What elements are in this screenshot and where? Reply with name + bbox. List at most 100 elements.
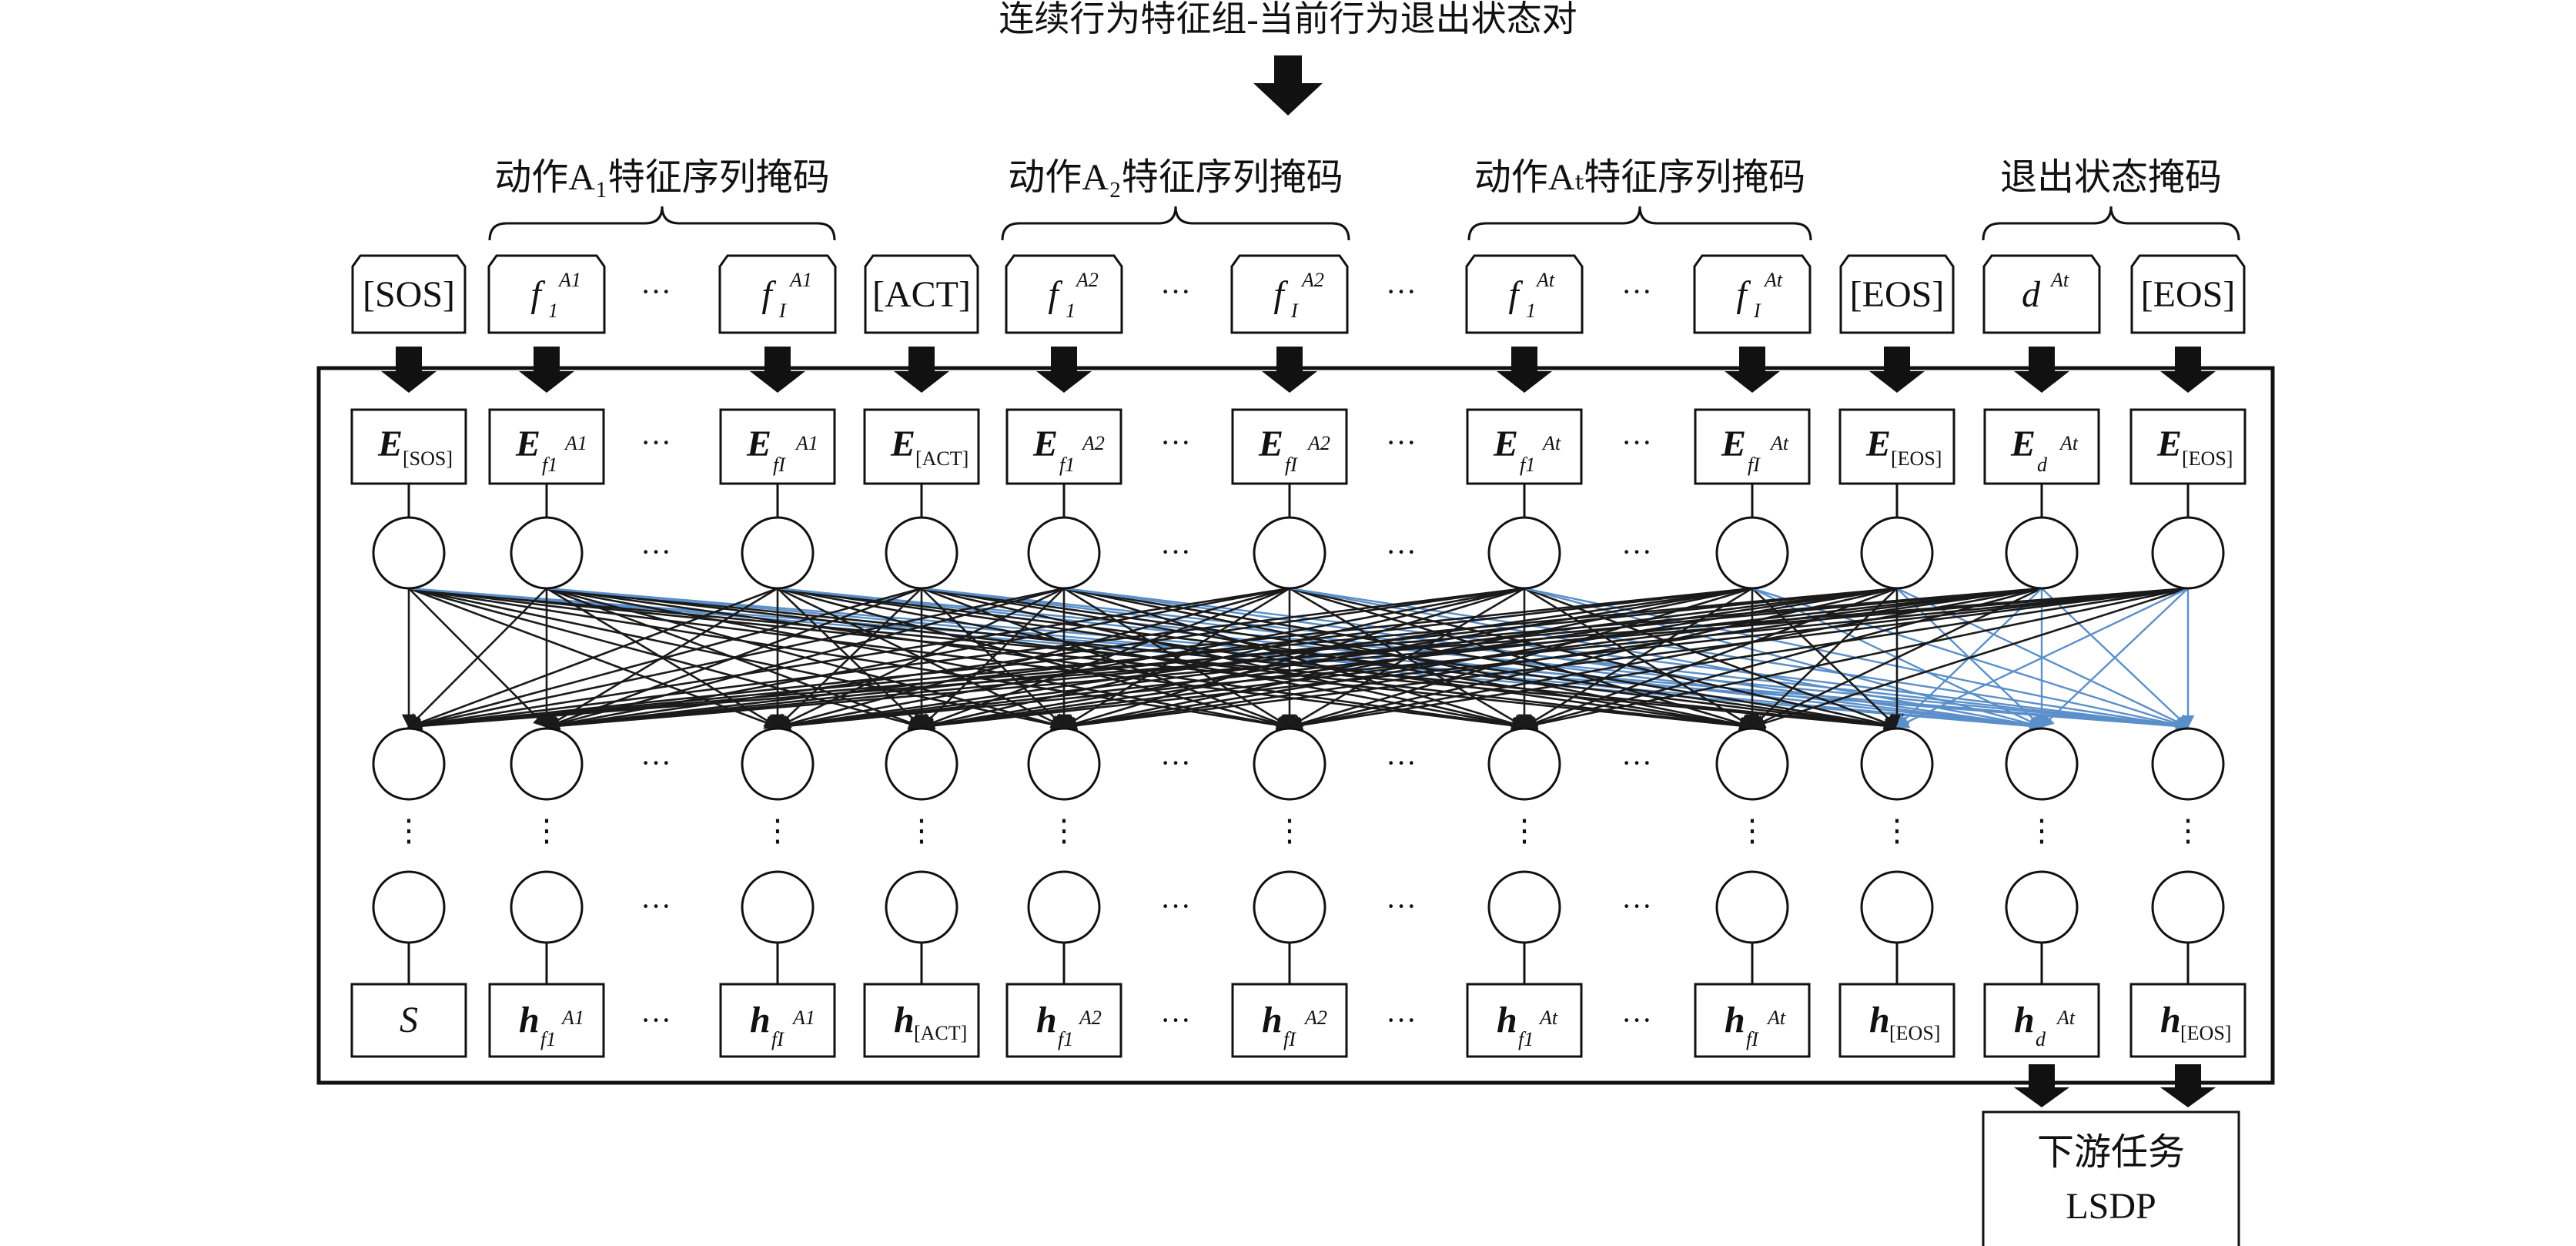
vertical-ellipsis: ⋮	[531, 813, 562, 848]
neuron-node-row-3	[2151, 870, 2225, 944]
group-label-3: 退出状态掩码	[2000, 157, 2222, 198]
attention-edge	[1288, 587, 2189, 732]
embedding-subscript: f1	[1059, 454, 1075, 476]
vertical-ellipsis: ⋮	[1882, 813, 1912, 848]
output-superscript: At	[2056, 1007, 2076, 1029]
token-column-0: [SOS]E[SOS]⋮S	[350, 254, 467, 1058]
input-token-box	[718, 254, 837, 334]
ellipsis: ···	[1386, 745, 1417, 780]
input-arrow	[2160, 347, 2216, 393]
ellipsis: ···	[641, 1003, 671, 1037]
input-arrow	[381, 347, 437, 393]
ellipsis: ···	[1621, 534, 1652, 569]
embedding-superscript: At	[1541, 432, 1561, 454]
output-arrows	[2014, 1064, 2216, 1107]
input-arrow	[2014, 347, 2069, 393]
token-column-3: [ACT]E[ACT]⋮h[ACT]	[863, 254, 980, 1058]
output-box	[1466, 983, 1583, 1058]
attention-edge	[407, 587, 1290, 732]
neuron-node-row-3	[1027, 870, 1101, 944]
output-box	[1231, 983, 1348, 1058]
attention-edge	[2040, 588, 2189, 729]
neuron-node-row-1	[1860, 516, 1934, 590]
attention-edge	[407, 587, 922, 731]
embedding-subscript: d	[2037, 454, 2048, 476]
output-subscript: fI	[771, 1028, 785, 1050]
embedding-label: E	[2010, 424, 2036, 464]
output-superscript: A1	[791, 1007, 815, 1029]
input-arrow	[894, 347, 949, 393]
attention-edge	[407, 587, 2042, 733]
embedding-box	[1838, 408, 1955, 485]
output-box	[1005, 983, 1122, 1058]
neuron-node-row-2	[2151, 727, 2225, 801]
neuron-node-row-2	[1860, 727, 1934, 801]
ellipsis: ···	[1160, 889, 1191, 923]
embedding-superscript: At	[2059, 432, 2079, 454]
output-subscript: [EOS]	[2180, 1022, 2231, 1044]
output-label: h	[1036, 1000, 1057, 1040]
embedding-superscript: At	[1769, 432, 1789, 454]
output-label: h	[519, 1000, 540, 1040]
embedding-label: E	[746, 424, 771, 464]
attention-edge	[407, 587, 1525, 733]
group-brace-0	[488, 206, 836, 241]
attention-edge	[407, 587, 778, 729]
input-token-label: [EOS]	[1850, 274, 1945, 315]
embedding-label: E	[515, 424, 540, 464]
output-label: h	[2014, 1000, 2035, 1040]
attention-edge	[407, 587, 1753, 733]
ellipsis: ···	[641, 425, 671, 460]
embedding-box	[1983, 408, 2100, 485]
attention-edge	[776, 587, 1898, 733]
attention-edge	[1751, 587, 2189, 730]
input-subscript: 1	[1526, 300, 1536, 322]
embedding-label: E	[1493, 424, 1518, 464]
embedding-subscript: fI	[1748, 454, 1761, 476]
attention-edge	[1523, 587, 2189, 732]
attention-edge	[407, 587, 2189, 733]
input-arrow	[1497, 347, 1552, 393]
ellipsis: ···	[1621, 745, 1652, 780]
embedding-box	[863, 408, 980, 485]
input-subscript: I	[778, 300, 787, 322]
neuron-node-row-3	[1487, 870, 1561, 944]
input-superscript: A1	[557, 269, 581, 291]
ellipsis: ···	[1621, 274, 1652, 309]
neuron-node-row-2	[1715, 727, 1789, 801]
neuron-node-row-1	[1715, 516, 1789, 590]
input-superscript: A2	[1300, 269, 1324, 291]
downstream-arrow	[2160, 1064, 2216, 1107]
output-subscript: f1	[540, 1028, 556, 1050]
input-token-box	[1005, 254, 1123, 334]
output-label: h	[1497, 1000, 1517, 1040]
output-superscript: At	[1538, 1007, 1558, 1029]
input-superscript: At	[2049, 269, 2069, 291]
neuron-node-row-3	[741, 870, 815, 944]
attention-edge	[1062, 587, 2189, 733]
neuron-node-row-1	[2005, 516, 2079, 590]
vertical-ellipsis: ⋮	[1049, 813, 1079, 848]
output-box	[350, 983, 467, 1058]
embedding-label: E	[1258, 424, 1283, 464]
input-arrow	[1036, 347, 1092, 393]
token-column-8: [EOS]E[EOS]⋮h[EOS]	[1838, 254, 1955, 1058]
output-subscript: f1	[1518, 1028, 1534, 1050]
output-box	[2129, 983, 2246, 1058]
output-box	[1838, 983, 1955, 1058]
output-box	[863, 983, 980, 1058]
input-arrow	[750, 347, 805, 393]
vertical-ellipsis: ⋮	[762, 813, 793, 848]
embedding-subscript: [EOS]	[2182, 447, 2233, 470]
output-label: h	[1869, 1000, 1890, 1040]
downstream-task: 下游任务 LSDP	[1982, 1110, 2240, 1246]
attention-edge	[920, 587, 2189, 733]
vertical-ellipsis: ⋮	[393, 813, 424, 848]
embedding-label: E	[2156, 424, 2182, 464]
input-superscript: At	[1763, 269, 1783, 291]
input-subscript: I	[1290, 300, 1299, 322]
